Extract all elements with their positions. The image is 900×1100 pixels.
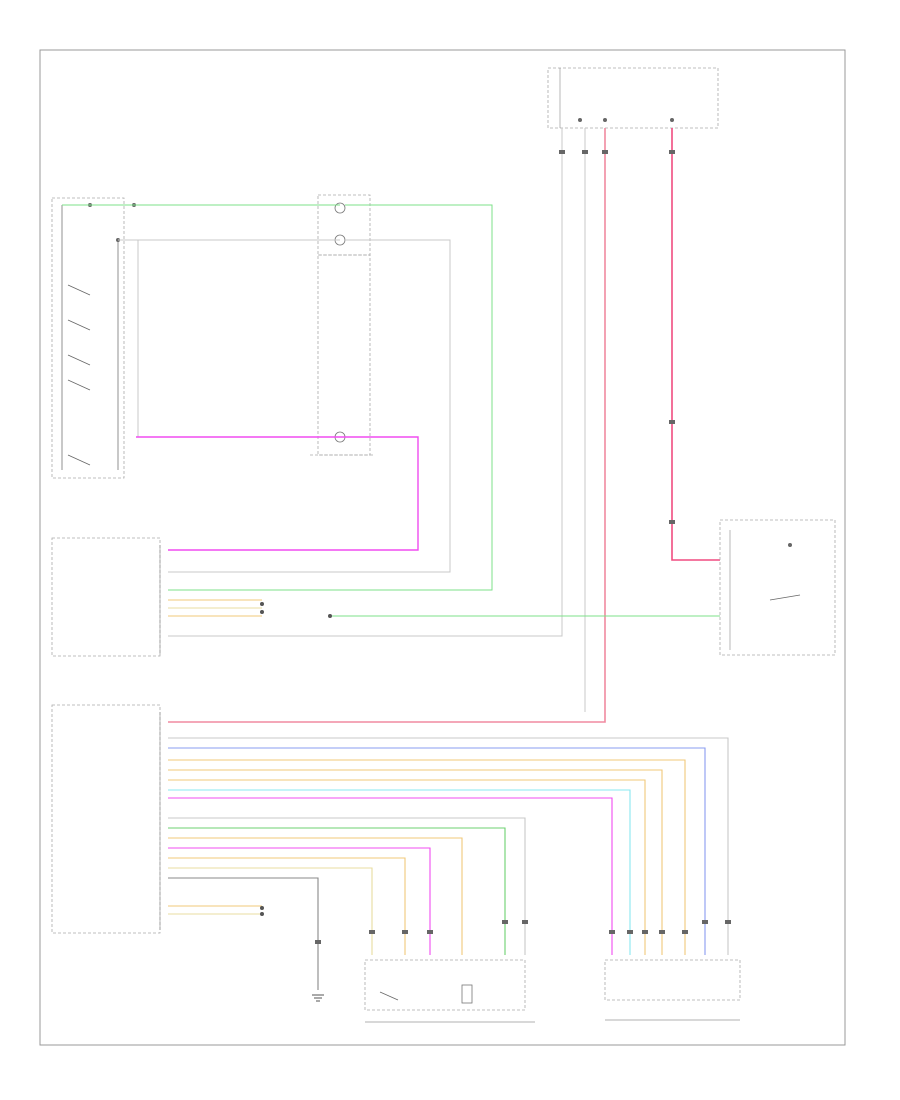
switch-icon [67, 284, 91, 466]
lower-control-module [51, 704, 161, 934]
wire-middle-stubs [168, 599, 262, 617]
wire-magenta-loop [136, 436, 419, 551]
lower-component-left [364, 959, 526, 1011]
ground-icon [312, 994, 324, 1002]
connector-icon [334, 202, 346, 214]
splice-dots-lower [260, 906, 264, 916]
resistor-icon [578, 118, 582, 122]
right-module [719, 519, 836, 656]
fuse-block-top-right [547, 67, 719, 129]
wire-gray-verticals [168, 128, 586, 712]
wire-lower-bundle [168, 737, 729, 955]
wire-gray-top [118, 239, 451, 573]
top-center-connector [310, 194, 375, 456]
diagram-frame [39, 49, 846, 1046]
connector-markers [315, 150, 731, 944]
middle-control-module [51, 537, 161, 657]
splice-dots-middle [260, 602, 332, 618]
wire-pink-power [168, 128, 720, 723]
steering-switch-assembly [51, 197, 136, 479]
wire-lower-left-bundle [168, 817, 526, 990]
wire-green-top [62, 204, 493, 591]
wire-lower-stubs [168, 905, 262, 915]
lower-component-right [604, 959, 741, 1001]
